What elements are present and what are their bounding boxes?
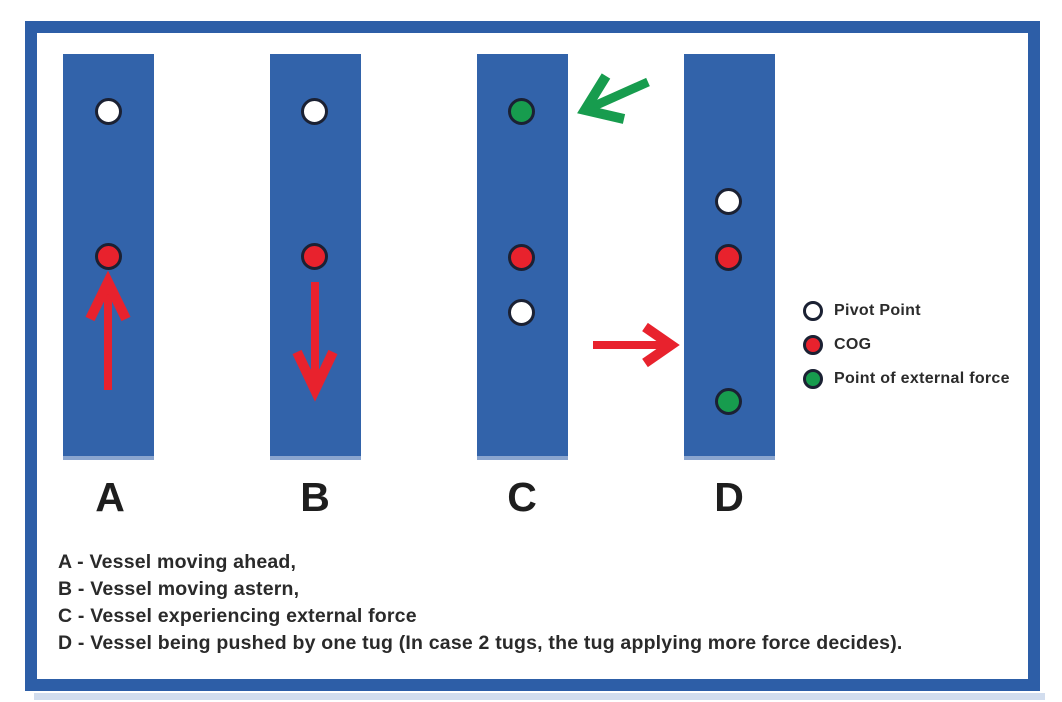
legend-label: COG — [834, 336, 872, 353]
caption-line-c: C - Vessel experiencing external force — [58, 605, 417, 627]
vessel-c-pivot-point-dot — [508, 299, 535, 326]
vessel-b-pivot-point-dot — [301, 98, 328, 125]
caption-line-b: B - Vessel moving astern, — [58, 578, 300, 600]
legend-item-cog: COG — [803, 335, 1010, 355]
vessel-c-external-force-dot — [508, 98, 535, 125]
vessel-d-pivot-point-dot — [715, 188, 742, 215]
vessel-c-cog-dot — [508, 244, 535, 271]
vessel-a-pivot-point-dot — [95, 98, 122, 125]
caption-line-a: A - Vessel moving ahead, — [58, 551, 297, 573]
legend-label: Point of external force — [834, 370, 1010, 387]
legend: Pivot Point COG Point of external force — [803, 301, 1010, 389]
pivot-point-marker-icon — [803, 301, 823, 321]
legend-item-external-force: Point of external force — [803, 369, 1010, 389]
vessel-b-cog-dot — [301, 243, 328, 270]
caption-block: A - Vessel moving ahead, B - Vessel movi… — [58, 549, 903, 657]
legend-item-pivot-point: Pivot Point — [803, 301, 1010, 321]
vessel-a-label: A — [95, 474, 126, 520]
vessel-d-label: D — [714, 474, 745, 520]
vessel-c-label: C — [507, 474, 538, 520]
vessel-b-label: B — [300, 474, 331, 520]
external-force-marker-icon — [803, 369, 823, 389]
vessel-a-cog-dot — [95, 243, 122, 270]
caption-line-d: D - Vessel being pushed by one tug (In c… — [58, 632, 903, 654]
vessel-d-cog-dot — [715, 244, 742, 271]
cog-marker-icon — [803, 335, 823, 355]
vessel-d-external-force-dot — [715, 388, 742, 415]
page-edge-strip — [34, 693, 1045, 700]
legend-label: Pivot Point — [834, 302, 921, 319]
